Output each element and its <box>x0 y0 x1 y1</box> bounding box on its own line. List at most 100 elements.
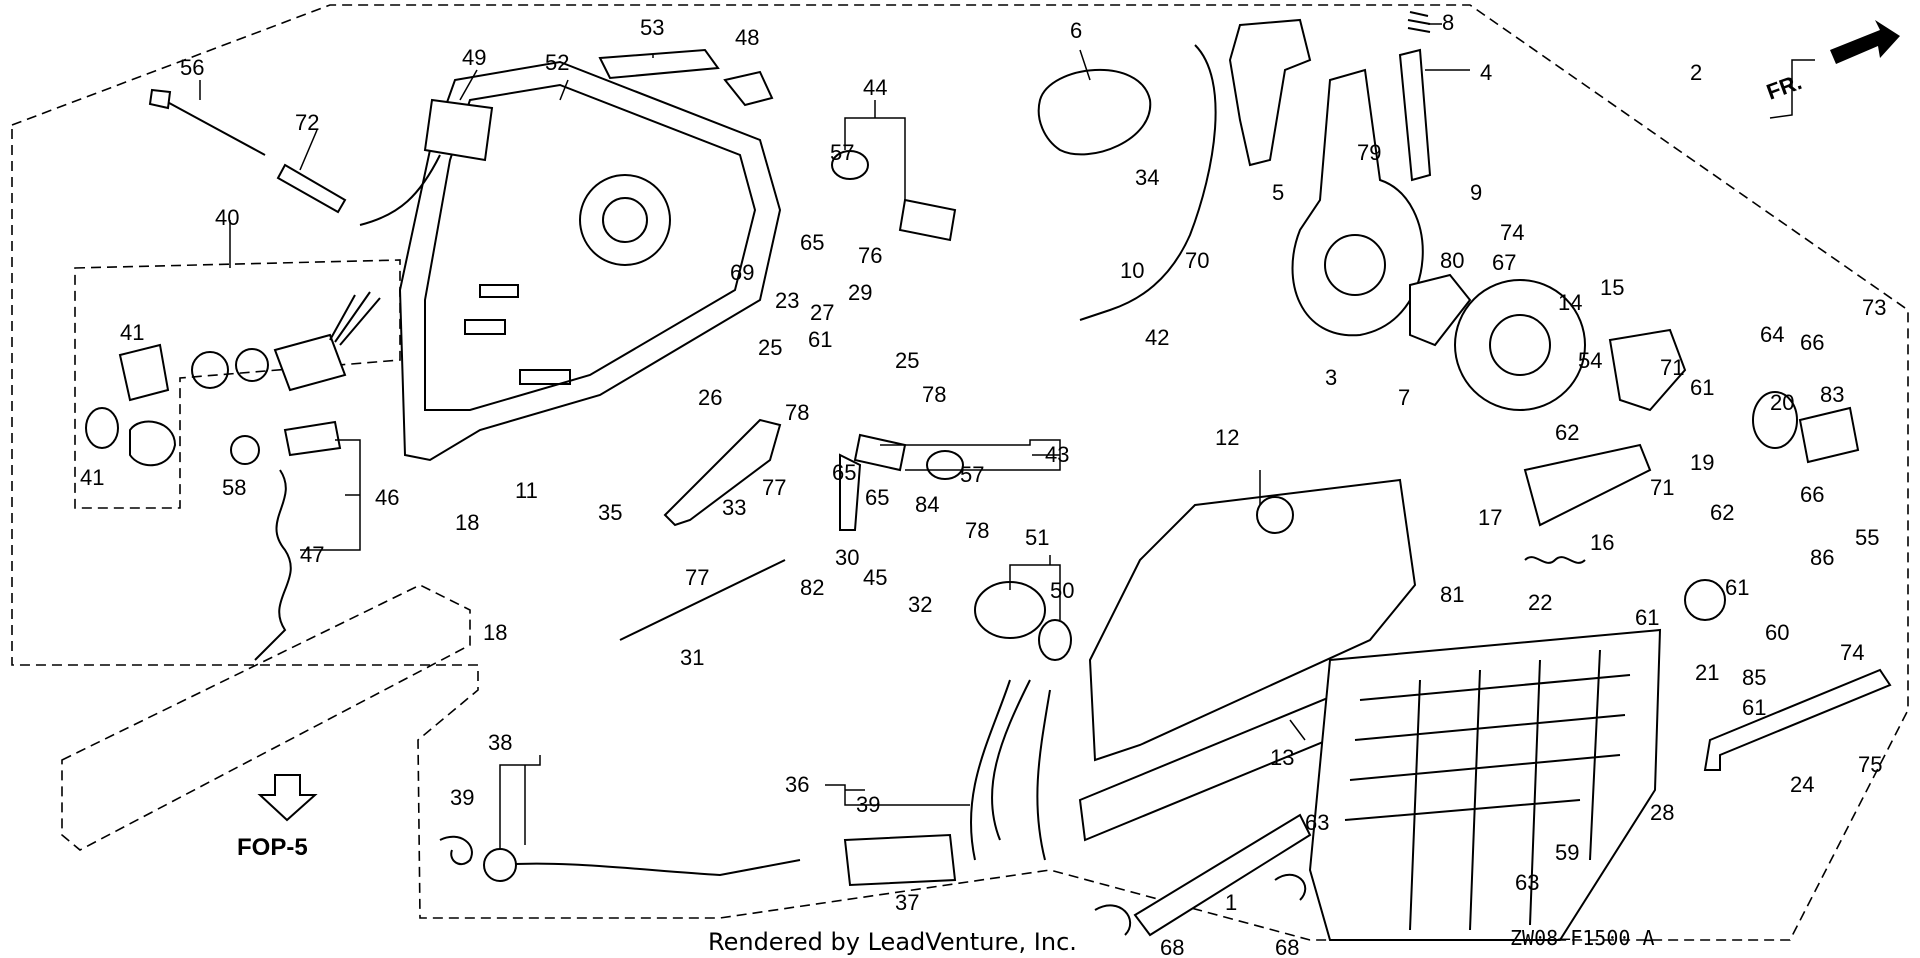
bolt-part-56 <box>159 97 266 156</box>
callout-label: 61 <box>1725 575 1749 600</box>
callout-label: 78 <box>785 400 809 425</box>
callout-label: 61 <box>1690 375 1714 400</box>
callout-label: 66 <box>1800 482 1824 507</box>
callout-label: 6 <box>1070 18 1082 43</box>
o-ring-41 <box>85 407 119 449</box>
harness-part-42 <box>1079 44 1217 321</box>
callout-label: 44 <box>863 75 887 100</box>
callout-label: 42 <box>1145 325 1169 350</box>
callout-label: 68 <box>1160 935 1184 958</box>
diagram-code: ZW08–F1500 A <box>1510 926 1655 950</box>
bolt-head-56 <box>148 88 172 110</box>
key-part-41 <box>118 343 170 402</box>
lanyard-part-47 <box>254 469 292 661</box>
label-part-53 <box>598 48 720 80</box>
callout-label: 1 <box>1225 890 1237 915</box>
callout-label: 77 <box>685 565 709 590</box>
callout-label: 16 <box>1590 530 1614 555</box>
connector-part-37 <box>843 833 957 887</box>
lever-hub-3 <box>1324 234 1386 296</box>
plate-part-16 <box>1523 443 1652 527</box>
callout-label: 30 <box>835 545 859 570</box>
callout-label: 78 <box>922 382 946 407</box>
callout-label: 45 <box>863 565 887 590</box>
callout-label: 9 <box>1470 180 1482 205</box>
callout-label: 67 <box>1492 250 1516 275</box>
callout-label: 48 <box>735 25 759 50</box>
callout-label: 2 <box>1690 60 1702 85</box>
callout-label: 23 <box>775 288 799 313</box>
callout-label: 39 <box>856 792 880 817</box>
buzzer-part-51 <box>974 581 1046 639</box>
callout-labels: 1 2 3 4 5 6 7 8 9 10 11 12 13 14 15 16 1… <box>80 10 1886 958</box>
seal-part-64 <box>1752 391 1798 449</box>
callout-label: 80 <box>1440 248 1464 273</box>
callout-label: 74 <box>1840 640 1864 665</box>
callout-label: 83 <box>1820 382 1844 407</box>
housing-slot-2 <box>479 284 519 298</box>
callout-label: 71 <box>1660 355 1684 380</box>
callout-label: 26 <box>698 385 722 410</box>
callout-label: 61 <box>1742 695 1766 720</box>
cap-part-50 <box>1038 619 1072 661</box>
callout-label: 71 <box>1650 475 1674 500</box>
callout-label: 73 <box>1862 295 1886 320</box>
ignition-wires-kit-40 <box>329 291 381 346</box>
front-label: FR. <box>1763 69 1805 105</box>
disc-inner-14 <box>1489 314 1551 376</box>
callout-label: 20 <box>1770 390 1794 415</box>
callout-label: 38 <box>488 730 512 755</box>
plate-hole-12 <box>1256 496 1294 534</box>
callout-label: 76 <box>858 243 882 268</box>
clip-part-68-b <box>1274 873 1307 901</box>
callout-label: 82 <box>800 575 824 600</box>
lever-part-30 <box>839 453 862 531</box>
seal-part-57-upper <box>831 150 869 180</box>
harness-part-36 <box>970 679 1051 861</box>
lever-part-33 <box>663 418 782 527</box>
callout-label: 31 <box>680 645 704 670</box>
callout-label: 77 <box>762 475 786 500</box>
bracket-part-15 <box>1608 328 1687 412</box>
callout-label: 25 <box>895 348 919 373</box>
callout-label: 46 <box>375 485 399 510</box>
callout-label: 18 <box>483 620 507 645</box>
callout-label: 65 <box>832 460 856 485</box>
callout-label: 65 <box>865 485 889 510</box>
callout-label: 41 <box>120 320 144 345</box>
callout-label: 8 <box>1442 10 1454 35</box>
callout-label: 40 <box>215 205 239 230</box>
arm-part-24 <box>1703 668 1892 771</box>
housing-gear-inner <box>602 197 648 243</box>
cam-part-7 <box>1409 273 1472 347</box>
callout-label: 85 <box>1742 665 1766 690</box>
callout-label: 70 <box>1185 248 1209 273</box>
callout-label: 13 <box>1270 745 1294 770</box>
housing-slot-1 <box>464 319 506 335</box>
callout-label: 24 <box>1790 772 1814 797</box>
disc-part-14 <box>1454 279 1586 411</box>
callout-label: 7 <box>1398 385 1410 410</box>
front-arrow-icon <box>1830 20 1900 64</box>
callout-label: 4 <box>1480 60 1492 85</box>
side-plate-part-12 <box>1088 478 1417 762</box>
callout-label: 25 <box>758 335 782 360</box>
callout-label: 62 <box>1555 420 1579 445</box>
callout-label: 52 <box>545 50 569 75</box>
housing-slot-3 <box>519 369 571 385</box>
spring-part-22 <box>1524 556 1586 564</box>
callout-label: 81 <box>1440 582 1464 607</box>
housing-inner <box>424 83 757 411</box>
fop-arrow-icon <box>257 774 318 822</box>
grip-part-1 <box>1133 813 1312 937</box>
callout-label: 74 <box>1500 220 1524 245</box>
callout-label: 57 <box>830 140 854 165</box>
callout-label: 10 <box>1120 258 1144 283</box>
switch-part-43 <box>853 433 907 472</box>
kit-40-outline <box>74 259 401 509</box>
clamp-part-39 <box>439 835 473 866</box>
callout-label: 51 <box>1025 525 1049 550</box>
callout-label: 53 <box>640 15 664 40</box>
callout-label: 50 <box>1050 578 1074 603</box>
